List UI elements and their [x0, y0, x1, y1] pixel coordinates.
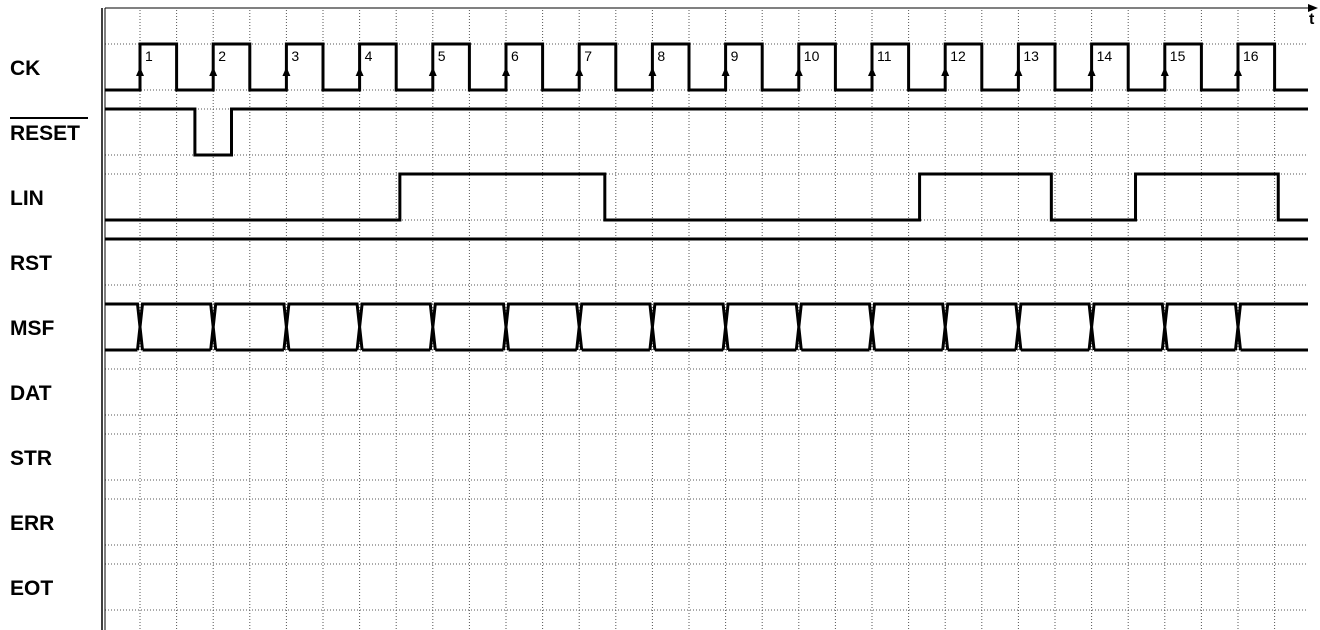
signal-label-ck: CK [10, 57, 40, 80]
clock-edge-number: 6 [511, 48, 519, 64]
waveform-lin [105, 172, 1308, 222]
rising-edge-arrow-icon [428, 67, 437, 76]
axes: t [101, 4, 1318, 630]
signal-label-reset: RESET [10, 122, 80, 145]
clock-edge-number: 14 [1097, 48, 1113, 64]
rising-edge-arrow-icon [648, 67, 657, 76]
rising-edge-arrow-icon [282, 67, 291, 76]
rising-edge-arrow-icon [209, 67, 218, 76]
signal-label-lin: LIN [10, 187, 44, 210]
rising-edge-arrow-icon [1160, 67, 1169, 76]
time-axis-arrow-icon [1308, 4, 1318, 12]
time-axis-label: t [1309, 11, 1315, 28]
clock-edge-number: 15 [1170, 48, 1186, 64]
signal-labels: CK RESET LIN RST MSF DAT STR ERR EOT [10, 57, 88, 600]
rising-edge-arrow-icon [136, 67, 144, 76]
clock-edge-number: 2 [218, 48, 226, 64]
rising-edge-arrow-icon [575, 67, 584, 76]
clock-edge-number: 12 [950, 48, 966, 64]
signal-label-msf: MSF [10, 317, 55, 340]
clock-edge-number: 3 [291, 48, 299, 64]
rising-edge-arrow-icon [1087, 67, 1096, 76]
clock-edge-number: 5 [438, 48, 446, 64]
clock-edge-number: 4 [365, 48, 373, 64]
signal-label-str: STR [10, 447, 52, 470]
clock-edge-number: 13 [1023, 48, 1039, 64]
waveform-ck [105, 42, 1308, 92]
rising-edge-arrow-icon [502, 67, 510, 76]
rising-edge-arrow-icon [794, 67, 803, 76]
clock-edge-number: 11 [877, 48, 892, 64]
signal-label-err: ERR [10, 512, 54, 535]
clock-edge-number: 1 [145, 48, 153, 64]
signal-label-dat: DAT [10, 382, 52, 405]
rising-edge-arrow-icon [355, 67, 364, 76]
signal-label-rst: RST [10, 252, 52, 275]
rising-edge-arrow-icon [941, 67, 950, 76]
clock-edge-number: 9 [731, 48, 739, 64]
waveform-reset [105, 107, 1308, 157]
clock-edge-number: 8 [657, 48, 665, 64]
signal-label-eot: EOT [10, 577, 53, 600]
rising-edge-arrow-icon [1014, 67, 1023, 76]
clock-edge-number: 16 [1243, 48, 1259, 64]
rising-edge-arrow-icon [1234, 67, 1242, 76]
rising-edge-arrow-icon [868, 67, 876, 76]
clock-edge-number: 7 [584, 48, 592, 64]
waveform-msf-top [105, 302, 1308, 351]
rising-edge-arrow-icon [721, 67, 730, 76]
clock-edge-number: 10 [804, 48, 820, 64]
